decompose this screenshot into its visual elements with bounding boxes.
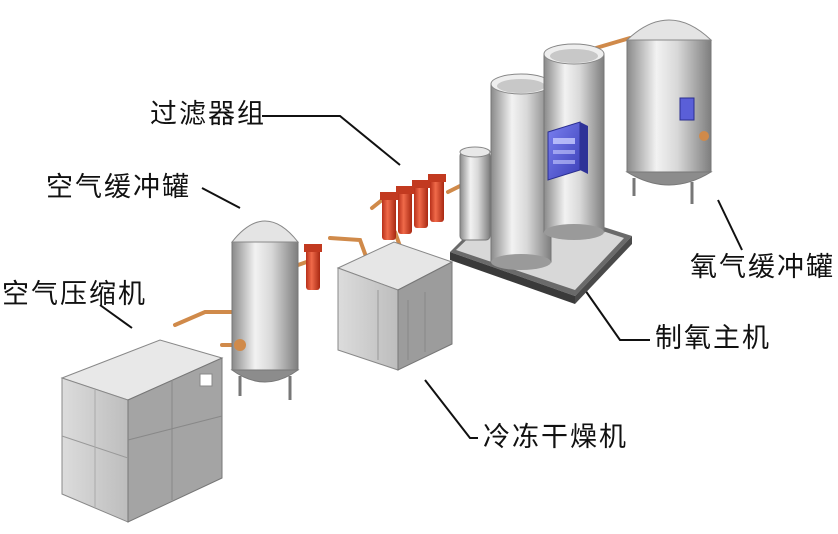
label-air-compressor: 空气压缩机: [2, 279, 147, 310]
leader-oxygen-buffer-tank: [717, 199, 743, 251]
label-refrigerated-dryer: 冷冻干燥机: [483, 422, 628, 453]
leader-oxygen-generator: [584, 289, 650, 341]
leader-refrigerated-dryer: [424, 379, 478, 439]
leader-air-buffer-tank: [201, 187, 241, 209]
label-air-buffer-tank: 空气缓冲罐: [46, 172, 191, 203]
filter-group: [380, 174, 446, 240]
label-oxygen-buffer-tank: 氧气缓冲罐: [690, 252, 835, 283]
air-buffer-tank: [230, 220, 300, 400]
oxygen-generator: [450, 43, 632, 304]
oxygen-buffer-tank: [625, 19, 713, 204]
inline-filter: [304, 244, 322, 290]
label-oxygen-generator: 制氧主机: [655, 323, 771, 354]
leader-filter-group: [262, 115, 401, 166]
air-compressor: [60, 339, 224, 523]
label-filter-group: 过滤器组: [150, 99, 266, 130]
leader-air-compressor: [99, 304, 133, 329]
leader-lines: [99, 115, 743, 439]
refrigerated-dryer: [336, 241, 454, 371]
